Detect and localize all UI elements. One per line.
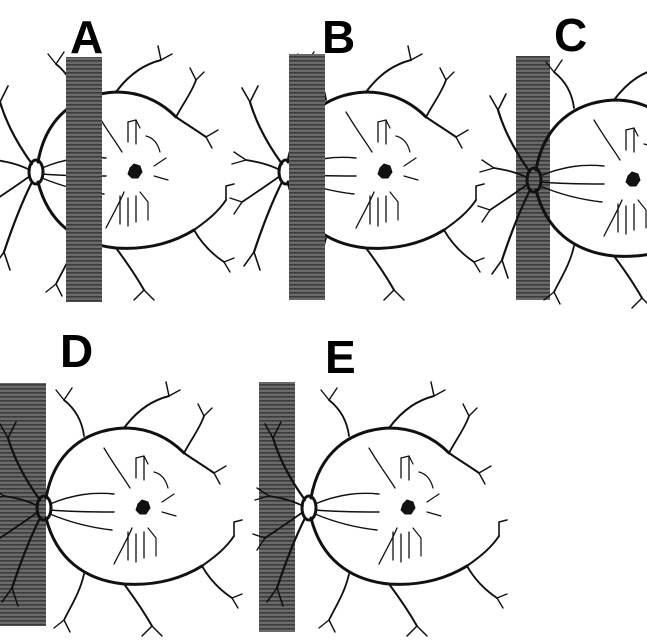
panel-b <box>230 46 484 300</box>
panel-label-d: D <box>60 328 93 374</box>
stripe-band <box>516 56 550 300</box>
stripe-band <box>66 57 102 302</box>
panel-a <box>0 46 234 302</box>
panel-c <box>478 54 647 308</box>
panel-d <box>0 382 242 636</box>
stripe-band <box>0 383 46 626</box>
panel-label-a: A <box>70 14 103 60</box>
panel-label-b: B <box>322 14 355 60</box>
stripe-band <box>289 54 325 300</box>
panel-label-e: E <box>325 334 356 380</box>
panel-e <box>253 382 507 636</box>
stripe-band <box>259 382 295 632</box>
panel-label-c: C <box>554 12 587 58</box>
